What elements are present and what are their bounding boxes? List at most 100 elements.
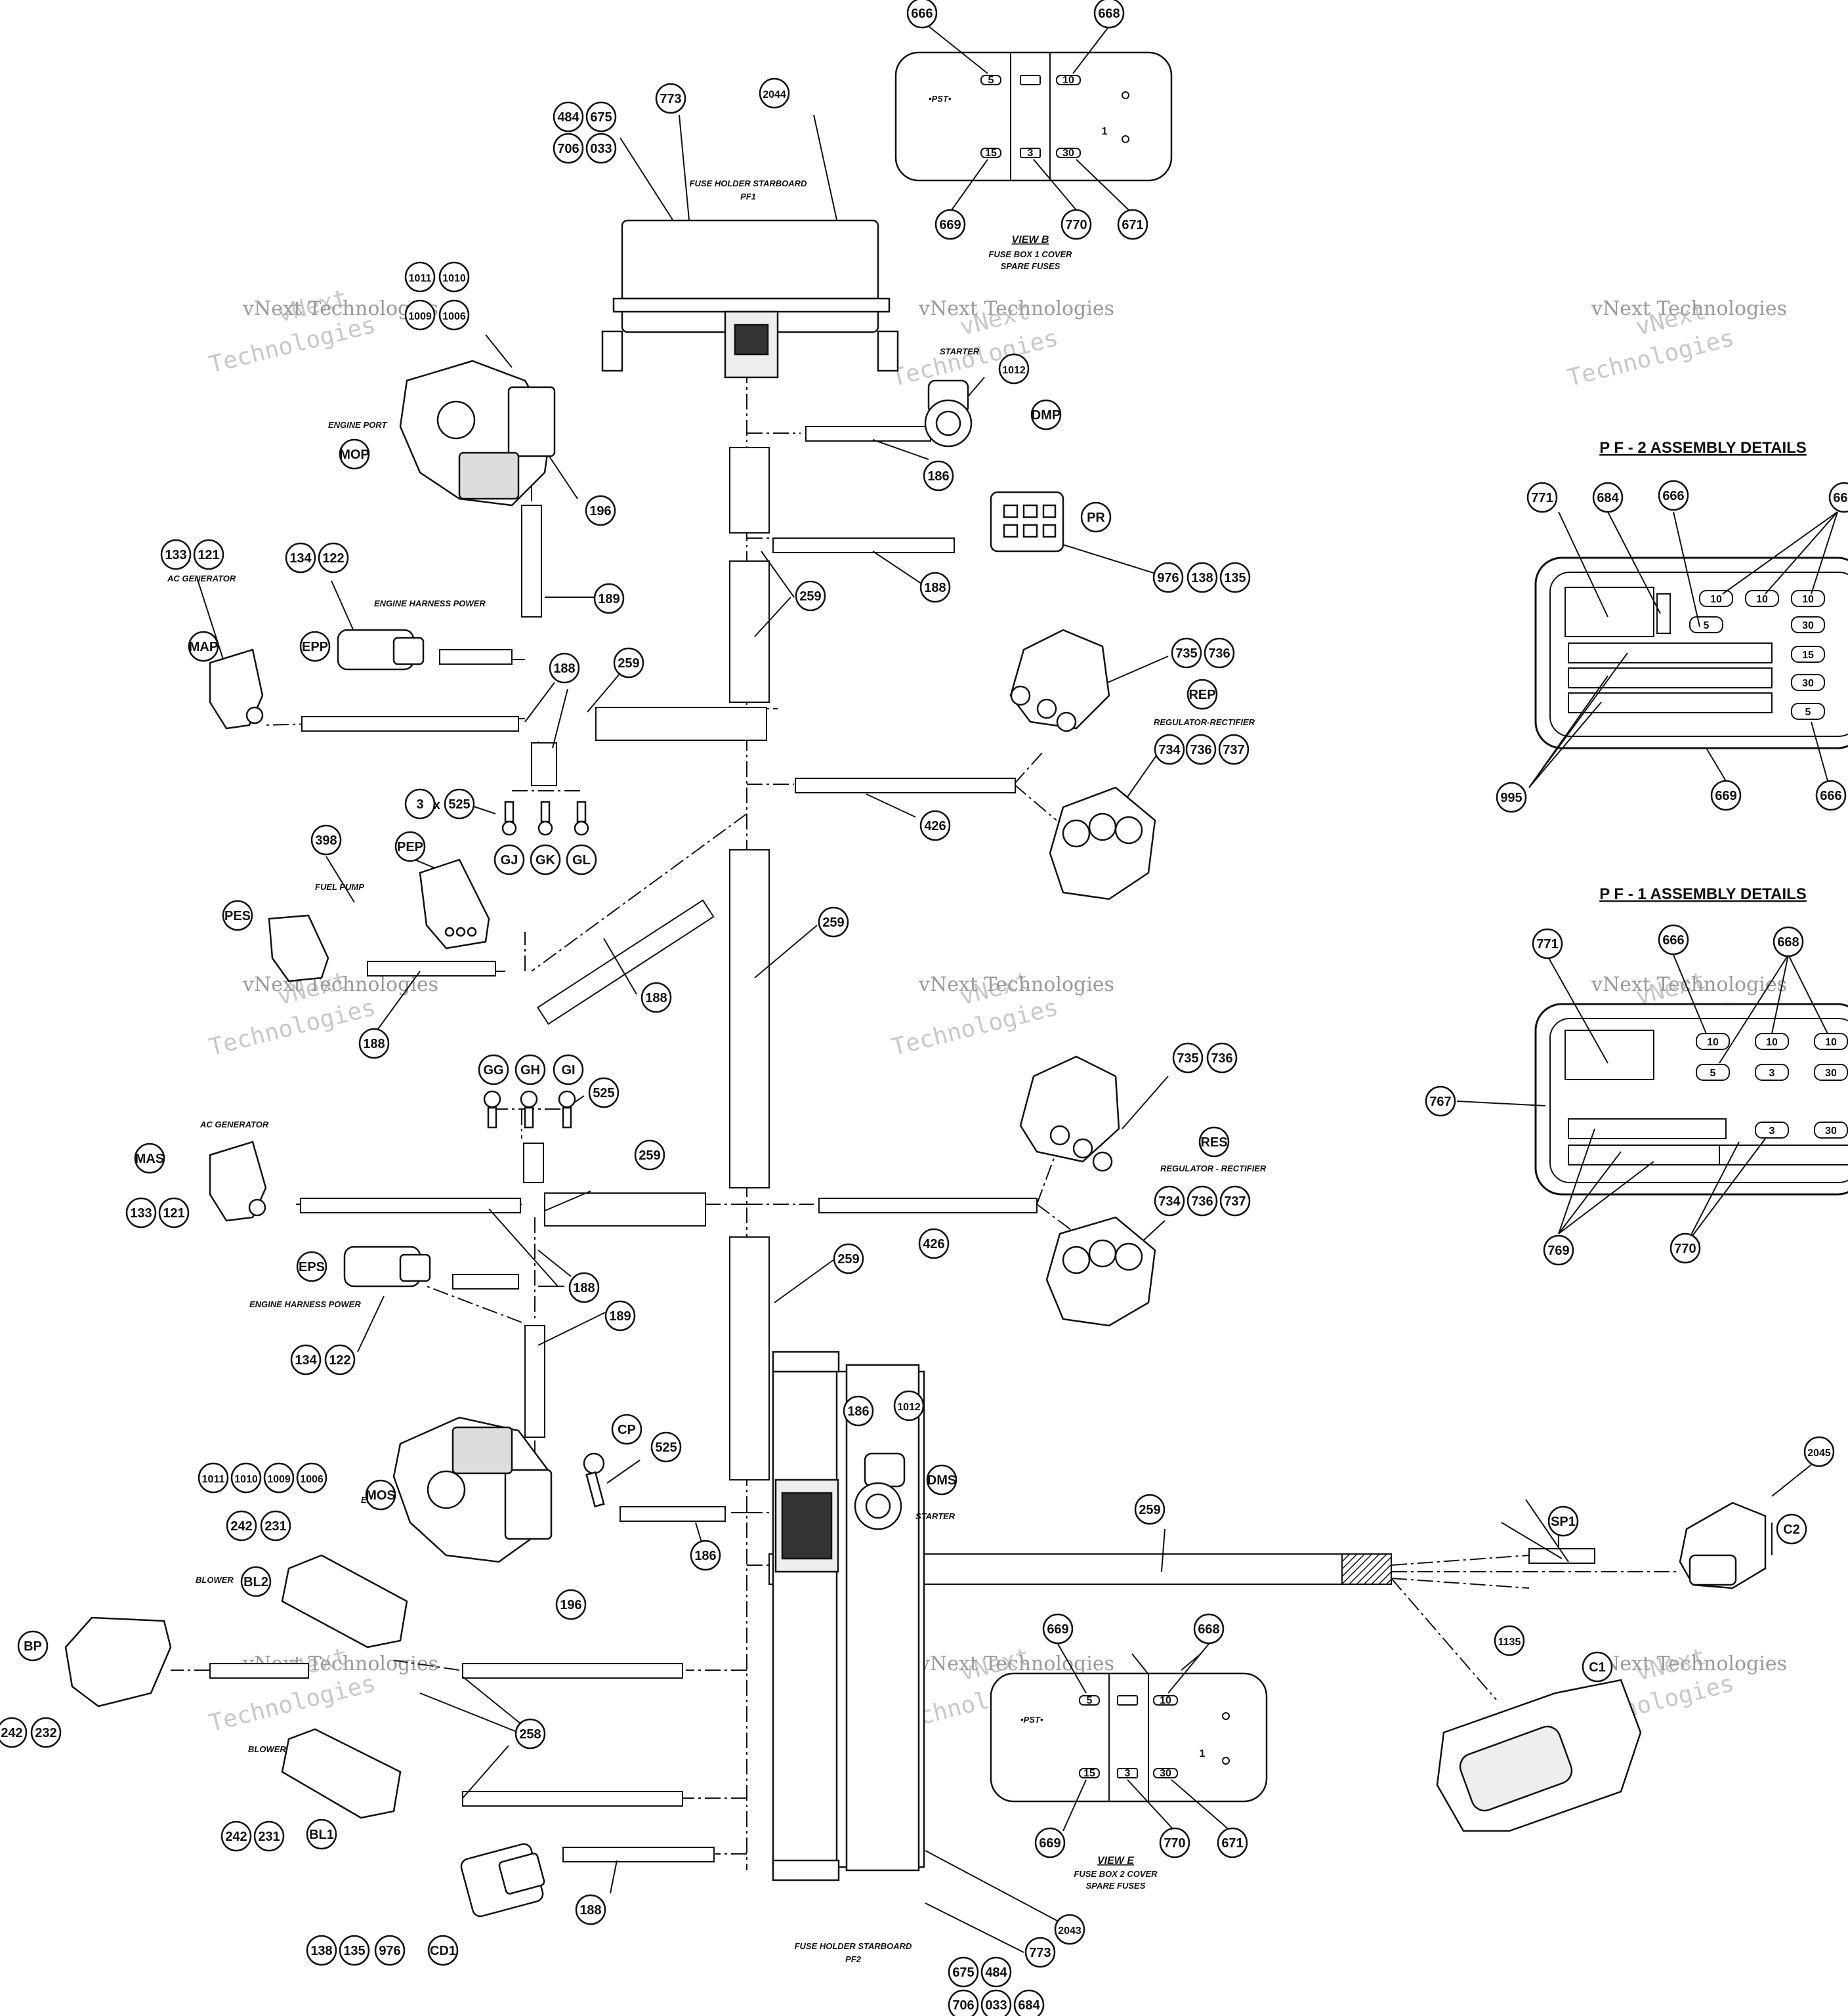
callout-736: 736 <box>1204 637 1235 669</box>
ring-terminals-top-icon <box>501 801 589 836</box>
res-connector-icon <box>1045 1216 1156 1327</box>
callout-label: RES <box>1200 1135 1227 1150</box>
pf2-leaders <box>1528 511 1838 788</box>
callout-135: 135 <box>339 1935 370 1966</box>
callout-label: GK <box>536 853 556 868</box>
callout-label: 995 <box>1500 791 1522 805</box>
callout-label: CD1 <box>430 1944 456 1958</box>
callout-label: 188 <box>924 581 946 595</box>
callout-1006: 1006 <box>296 1462 327 1494</box>
callout-259: 259 <box>795 580 826 612</box>
callout-label: 1010 <box>442 273 466 284</box>
callout-525: 525 <box>650 1431 682 1463</box>
view-b-fuse-15: 15 <box>985 148 997 159</box>
callout-736: 736 <box>1185 734 1217 765</box>
callout-label: GJ <box>501 853 518 868</box>
view-e-sub1: FUSE BOX 2 COVER <box>1074 1869 1158 1879</box>
view-e-pst: •PST• <box>1020 1715 1043 1725</box>
callout-label: 684 <box>1597 491 1619 505</box>
callout-cp: CP <box>611 1414 642 1445</box>
pf1-fuse-10c: 10 <box>1825 1037 1837 1048</box>
blower-top-label: BLOWER <box>196 1575 234 1585</box>
view-e-fuse-10: 10 <box>1160 1695 1171 1706</box>
callout-1011: 1011 <box>198 1462 229 1494</box>
callout-label: 1006 <box>442 311 466 322</box>
callout-3: 3 <box>404 788 436 820</box>
callout-label: 242 <box>1 1726 22 1740</box>
callout-label: 1009 <box>408 311 432 322</box>
callout-label: 735 <box>1177 1051 1198 1066</box>
callout-label: 735 <box>1175 646 1197 661</box>
view-e-sub2: SPARE FUSES <box>1086 1881 1146 1891</box>
callout-label: 771 <box>1536 937 1558 952</box>
callout-426: 426 <box>919 810 951 841</box>
callout-label: 135 <box>1224 571 1246 585</box>
pf2-label: PF2 <box>845 1954 862 1964</box>
engine-connector-icon <box>392 1416 553 1563</box>
callout-label: 1009 <box>267 1474 291 1485</box>
callout-525: 525 <box>444 788 475 820</box>
callout-label: MAP <box>189 640 218 654</box>
callout-label: MOP <box>339 448 369 462</box>
callout-label: 669 <box>939 218 961 232</box>
fuse-holder-pf1-icon <box>601 219 899 379</box>
callout-231: 231 <box>253 1820 285 1852</box>
pf1-fuse-3b: 3 <box>1769 1125 1775 1137</box>
callout-label: 525 <box>448 797 470 812</box>
callout-label: 736 <box>1211 1051 1232 1066</box>
callout-196: 196 <box>585 495 616 526</box>
callout-259: 259 <box>613 647 644 679</box>
c1-connector-icon <box>1436 1679 1642 1832</box>
callout-684: 684 <box>1592 482 1624 513</box>
pf2-fuse-10b: 10 <box>1756 594 1768 605</box>
callout-label: 770 <box>1164 1836 1185 1851</box>
callout-label: 398 <box>315 833 337 848</box>
callout-pr: PR <box>1080 501 1112 533</box>
callout-1010: 1010 <box>230 1462 262 1494</box>
mas-connector-icon <box>209 1141 267 1222</box>
callout-gi: GI <box>553 1054 584 1085</box>
callout-label: 259 <box>618 656 639 671</box>
callout-label: 188 <box>363 1037 385 1051</box>
fuse-holder-pf2-label: FUSE HOLDER STARBOARD <box>795 1941 912 1951</box>
callout-mas: MAS <box>134 1143 165 1174</box>
callout-684: 684 <box>1013 1989 1045 2016</box>
blower-bottom-label: BLOWER <box>248 1744 286 1754</box>
callout-734: 734 <box>1154 1185 1185 1217</box>
callout-669: 669 <box>1034 1827 1066 1858</box>
callout-label: 484 <box>985 1965 1007 1980</box>
callout-eps: EPS <box>296 1251 327 1282</box>
callout-121: 121 <box>193 539 224 570</box>
callout-label: BL1 <box>309 1828 334 1842</box>
callout-135: 135 <box>1219 562 1251 593</box>
epp-connector-icon <box>337 629 425 671</box>
callout-671: 671 <box>1217 1827 1248 1858</box>
callout-773: 773 <box>655 83 686 114</box>
res-connector-3pin-icon <box>1019 1055 1120 1172</box>
callout-259: 259 <box>833 1243 864 1274</box>
callout-668: 668 <box>1828 482 1848 513</box>
callout-label: 196 <box>589 504 611 518</box>
callout-188: 188 <box>568 1272 600 1303</box>
callout-mos: MOS <box>365 1479 396 1511</box>
callout-label: 186 <box>694 1549 716 1563</box>
callout-label: 767 <box>1429 1095 1451 1109</box>
callout-label: 737 <box>1224 1194 1246 1209</box>
eps-connector-icon <box>343 1246 431 1288</box>
callout-138: 138 <box>306 1935 337 1966</box>
callout-label: 2043 <box>1058 1925 1082 1937</box>
callout-label: 668 <box>1833 491 1848 505</box>
callout-196: 196 <box>555 1589 587 1620</box>
engine-harness-power-top-label: ENGINE HARNESS POWER <box>374 598 486 608</box>
view-e-leaders <box>1057 1643 1231 1832</box>
callout-668: 668 <box>1193 1613 1225 1645</box>
callout-label: PES <box>224 909 251 923</box>
callout-label: C1 <box>1589 1660 1606 1675</box>
callout-734: 734 <box>1154 734 1185 765</box>
engine-harness-power-bottom-label: ENGINE HARNESS POWER <box>249 1299 361 1309</box>
view-b-sub2: SPARE FUSES <box>1001 261 1060 271</box>
callout-label: GI <box>561 1063 575 1078</box>
callout-label: 242 <box>230 1519 252 1534</box>
pr-connector-icon <box>990 491 1064 553</box>
starter-bottom-label: STARTER <box>915 1511 956 1521</box>
